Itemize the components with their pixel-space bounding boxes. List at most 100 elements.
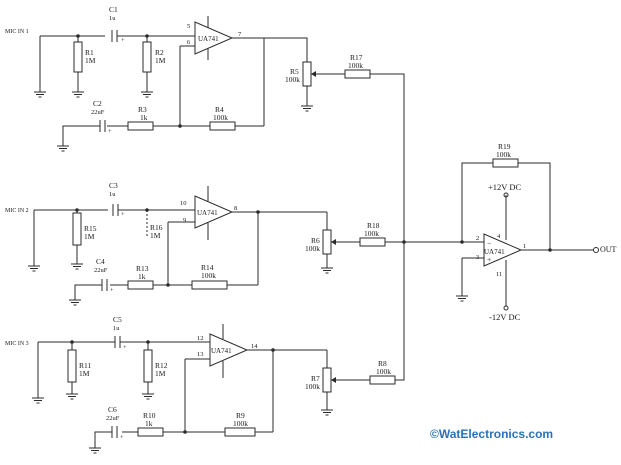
r19-value: 100k bbox=[496, 150, 511, 159]
r7-ref: R7 bbox=[311, 374, 320, 383]
resistor-r3 bbox=[127, 121, 154, 131]
capacitor-c3: C3 1u bbox=[109, 181, 119, 216]
channel-2: MIC IN 2 C3 1u + R15 1M R16 1M UA741 10 … bbox=[5, 181, 484, 306]
resistor-r2 bbox=[142, 41, 152, 73]
c4-ref: C4 bbox=[96, 257, 105, 266]
resistor-r17 bbox=[344, 69, 371, 79]
r9-value: 100k bbox=[233, 419, 248, 428]
c2-value: 22uF bbox=[91, 109, 105, 116]
opamp-u3: UA741 12 13 14 bbox=[197, 324, 258, 378]
negative-rail-label: -12V DC bbox=[489, 312, 521, 322]
mic-in-3-label: MIC IN 3 bbox=[5, 341, 29, 347]
u4-pin-2: 2 bbox=[476, 235, 479, 242]
ground-symbol bbox=[321, 409, 333, 416]
junction-dot bbox=[70, 340, 74, 344]
r14-value: 100k bbox=[201, 271, 216, 280]
u1-pin-7: 7 bbox=[238, 31, 242, 38]
r11-ref: R11 bbox=[79, 361, 91, 370]
c1-ref: C1 bbox=[109, 5, 118, 14]
r12-ref: R12 bbox=[155, 361, 168, 370]
u3-pin-14: 14 bbox=[251, 343, 258, 350]
c6-ref: C6 bbox=[108, 405, 117, 414]
u1-name: UA741 bbox=[198, 35, 219, 43]
u4-pin-1: 1 bbox=[523, 243, 526, 250]
c4-plus: + bbox=[110, 287, 114, 294]
opamp-u1: UA741 5 6 7 bbox=[187, 16, 242, 60]
u2-pin-8: 8 bbox=[234, 205, 237, 212]
r6-value: 100k bbox=[305, 244, 320, 253]
r8-value: 100k bbox=[376, 367, 391, 376]
resistor-r12 bbox=[143, 349, 153, 383]
ground-symbol bbox=[142, 393, 154, 400]
r10-value: 1k bbox=[145, 419, 153, 428]
r5-ref: R5 bbox=[290, 67, 299, 76]
summing-stage: R19 100k UA741 2 3 1 4 11 − + +12V DC -1… bbox=[456, 142, 617, 322]
capacitor-c2: C2 22uF bbox=[91, 99, 106, 132]
capacitor-c6: C6 22uF bbox=[106, 405, 120, 438]
potentiometer-r7 bbox=[322, 367, 332, 393]
r7-value: 100k bbox=[305, 382, 320, 391]
r17-ref: R17 bbox=[350, 53, 363, 62]
mic-in-2-label: MIC IN 2 bbox=[5, 208, 29, 214]
r11-value: 1M bbox=[79, 369, 90, 378]
ground-symbol bbox=[301, 105, 313, 112]
u1-pin-6: 6 bbox=[187, 39, 191, 46]
r2-ref: R2 bbox=[155, 48, 164, 57]
u2-pin-9: 9 bbox=[183, 217, 186, 224]
c1-value: 1u bbox=[109, 15, 116, 22]
ground-symbol bbox=[89, 447, 101, 454]
r8-ref: R8 bbox=[378, 359, 387, 368]
u4-name: UA741 bbox=[484, 248, 505, 256]
r1-ref: R1 bbox=[85, 48, 94, 57]
c5-ref: C5 bbox=[113, 315, 122, 324]
vplus-terminal bbox=[503, 192, 509, 198]
ground-symbol bbox=[456, 295, 468, 302]
resistor-r9 bbox=[224, 427, 256, 437]
resistor-r13 bbox=[127, 280, 154, 290]
r6-ref: R6 bbox=[311, 236, 320, 245]
ground-symbol bbox=[66, 393, 78, 400]
ground-symbol bbox=[34, 91, 46, 98]
r16-value: 1M bbox=[150, 231, 161, 240]
u4-pin-11: 11 bbox=[496, 271, 502, 278]
output-label: OUT bbox=[600, 245, 617, 254]
junction-dot bbox=[145, 208, 149, 212]
channel-3: MIC IN 3 C5 1u + R11 1M R12 1M UA741 12 … bbox=[5, 242, 405, 454]
u3-name: UA741 bbox=[211, 347, 232, 355]
junction-dot bbox=[166, 283, 170, 287]
r5-value: 100k bbox=[285, 75, 300, 84]
r1-value: 1M bbox=[85, 56, 96, 65]
r14-ref: R14 bbox=[201, 263, 214, 272]
u4-pin-4: 4 bbox=[497, 233, 501, 240]
c3-ref: C3 bbox=[109, 181, 118, 190]
junction-dot bbox=[76, 34, 80, 38]
potentiometer-r6 bbox=[322, 229, 332, 255]
junction-dot bbox=[145, 34, 149, 38]
c6-value: 22uF bbox=[106, 415, 120, 422]
r17-value: 100k bbox=[348, 61, 363, 70]
opamp-u4: UA741 2 3 1 4 11 − + bbox=[476, 233, 526, 278]
junction-dot bbox=[548, 248, 552, 252]
resistor-r8 bbox=[369, 375, 396, 385]
ground-symbol bbox=[69, 299, 81, 306]
ground-symbol bbox=[72, 91, 84, 98]
r16-ref: R16 bbox=[150, 223, 163, 232]
u4-minus-sign: − bbox=[487, 239, 491, 248]
r18-value: 100k bbox=[364, 229, 379, 238]
r13-value: 1k bbox=[138, 272, 146, 281]
r10-ref: R10 bbox=[143, 411, 156, 420]
opamp-u2: UA741 10 9 8 bbox=[180, 186, 237, 240]
channel-1: MIC IN 1 C1 1u + R1 1M R2 1M UA741 5 bbox=[5, 5, 405, 242]
r4-value: 100k bbox=[213, 113, 228, 122]
r18-ref: R18 bbox=[367, 221, 380, 230]
ground-symbol bbox=[71, 263, 83, 270]
watermark: ©WatElectronics.com bbox=[430, 427, 553, 441]
c5-plus: + bbox=[123, 344, 127, 351]
c2-ref: C2 bbox=[93, 99, 102, 108]
mic-in-1-label: MIC IN 1 bbox=[5, 29, 29, 35]
c6-plus: + bbox=[120, 434, 124, 441]
resistor-r10 bbox=[137, 427, 164, 437]
r12-value: 1M bbox=[155, 369, 166, 378]
c3-value: 1u bbox=[109, 191, 116, 198]
r13-ref: R13 bbox=[136, 264, 149, 273]
